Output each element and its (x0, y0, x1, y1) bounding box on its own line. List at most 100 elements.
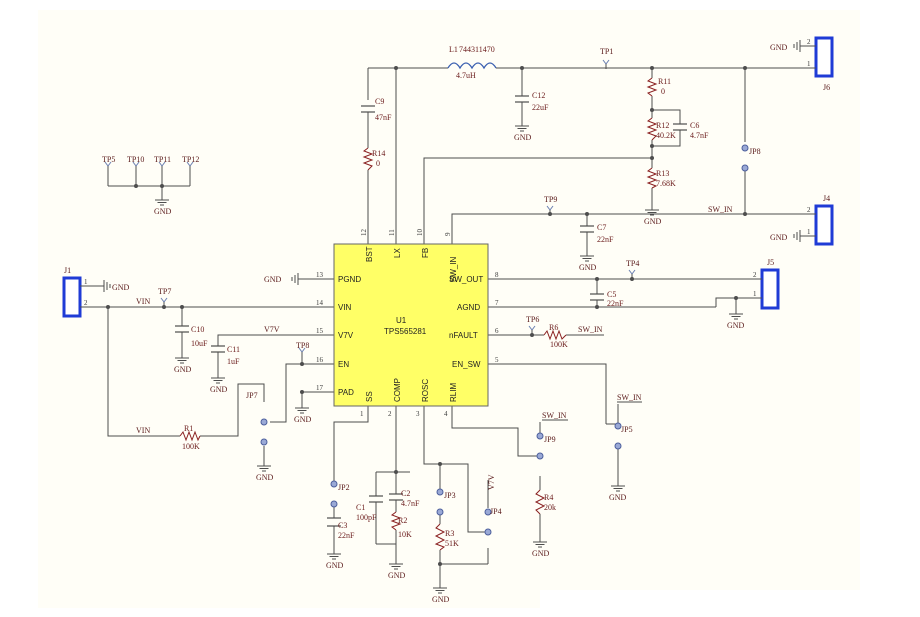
inductor-ref: L1 (449, 45, 458, 54)
gnd-label-jp7: GND (256, 473, 274, 482)
j1-label: J1 (64, 266, 71, 275)
tp4-label: TP4 (626, 259, 639, 268)
tp5-label: TP5 (102, 155, 115, 164)
gnd-label-j4: GND (770, 233, 788, 242)
pin-name-sw-out: SW_OUT (449, 275, 483, 284)
pin-num-6: 6 (495, 327, 499, 335)
gnd-label-c3: GND (326, 561, 344, 570)
pin-num-7: 7 (495, 299, 499, 307)
pin-name-vin: VIN (338, 303, 352, 312)
gnd-label-c10: GND (174, 365, 192, 374)
gnd-label-tps: GND (154, 207, 172, 216)
resistors (179, 77, 658, 551)
j4-label: J4 (823, 194, 830, 203)
r11-ref: R11 (658, 77, 671, 86)
ic-u1-body (333, 243, 489, 407)
pin-num-9: 9 (444, 232, 452, 236)
resistor-r14 (362, 147, 374, 171)
c7-value: 22nF (597, 235, 614, 244)
capacitor-c2 (389, 493, 403, 501)
net-vin-top: VIN (136, 297, 150, 306)
pin-name-lx: LX (393, 248, 402, 258)
gnd-label-r3: GND (432, 595, 450, 604)
c11-value: 1uF (227, 357, 240, 366)
jp9-label: JP9 (544, 435, 556, 444)
capacitor-c6 (673, 123, 687, 131)
j5-label: J5 (767, 258, 774, 267)
c6-value: 4.7nF (690, 131, 709, 140)
capacitor-c7 (580, 225, 594, 233)
pin-num-12: 12 (360, 229, 368, 237)
gnd-label-c11: GND (210, 385, 228, 394)
net-v7v: V7V (264, 325, 280, 334)
pin-name-comp: COMP (393, 378, 402, 402)
pin-name-pgnd: PGND (338, 275, 361, 284)
c3-ref: C3 (338, 521, 347, 530)
capacitor-c3 (327, 517, 341, 527)
r1-value: 100K (182, 442, 200, 451)
c9-value: 47nF (375, 113, 392, 122)
c10-ref: C10 (191, 325, 204, 334)
tp11-label: TP11 (154, 155, 171, 164)
jp5-label: JP5 (621, 425, 633, 434)
tp10-label: TP10 (127, 155, 144, 164)
pin-num-5: 5 (495, 356, 499, 364)
pin-num-3: 3 (416, 410, 420, 418)
net-sw-in-j4: SW_IN (708, 205, 733, 214)
c12-ref: C12 (532, 91, 545, 100)
pin-name-rlim: RLIM (449, 383, 458, 402)
pin-name-nfault: nFAULT (449, 331, 478, 340)
r6-value: 100K (550, 340, 568, 349)
c5-ref: C5 (607, 290, 616, 299)
j6-label: J6 (823, 83, 830, 92)
c3-value: 22nF (338, 531, 355, 540)
r4-ref: R4 (544, 493, 553, 502)
r3-value: 51K (445, 539, 459, 548)
resistor-r3 (434, 523, 446, 551)
resistor-r2 (390, 511, 402, 531)
pin-num-13: 13 (316, 271, 324, 279)
tp7-label: TP7 (158, 287, 171, 296)
r14-ref: R14 (372, 149, 385, 158)
pin-name-ss: SS (365, 391, 374, 402)
jp8-label: JP8 (749, 147, 761, 156)
c2-ref: C2 (401, 489, 410, 498)
pin-name-bst: BST (365, 246, 374, 262)
c2-value: 4.7nF (401, 499, 420, 508)
tp9-label: TP9 (544, 195, 557, 204)
svg-text:1: 1 (84, 278, 88, 286)
pin-num-16: 16 (316, 356, 324, 364)
inductor-l1: L1 744311470 4.7uH (447, 45, 500, 80)
gnd-label-j1: GND (112, 283, 130, 292)
svg-text:2: 2 (807, 206, 811, 214)
r2-ref: R2 (398, 516, 407, 525)
pin-num-4: 4 (444, 410, 448, 418)
r3-ref: R3 (445, 529, 454, 538)
c10-value: 10uF (191, 339, 208, 348)
pin-num-17: 17 (316, 384, 324, 392)
svg-text:2: 2 (753, 271, 757, 279)
inductor-part: 744311470 (459, 45, 495, 54)
pin-name-sw-in: SW_IN (449, 256, 458, 282)
ic-part: TPS565281 (384, 327, 427, 336)
capacitor-c5 (590, 293, 604, 301)
pin-name-fb: FB (421, 248, 430, 258)
jp3-label: JP3 (444, 491, 456, 500)
gnd-label-pad: GND (294, 415, 312, 424)
c1-value: 100pF (356, 513, 377, 522)
resistor-r13 (646, 167, 658, 189)
inductor-value: 4.7uH (456, 71, 476, 80)
c1-ref: C1 (356, 503, 365, 512)
resistor-r12 (646, 117, 658, 141)
resistor-r1 (179, 430, 201, 442)
ground-symbols-sideways (103, 40, 801, 292)
resistor-r6 (543, 329, 567, 341)
tp8-label: TP8 (296, 341, 309, 350)
net-sw-in-r6: SW_IN (578, 325, 603, 334)
c12-value: 22uF (532, 103, 549, 112)
pin-num-14: 14 (316, 299, 324, 307)
tp12-label: TP12 (182, 155, 199, 164)
r13-value: 7.68K (656, 179, 676, 188)
gnd-label-c12: GND (514, 133, 532, 142)
connector-j4: 2 1 J4 (807, 194, 834, 246)
